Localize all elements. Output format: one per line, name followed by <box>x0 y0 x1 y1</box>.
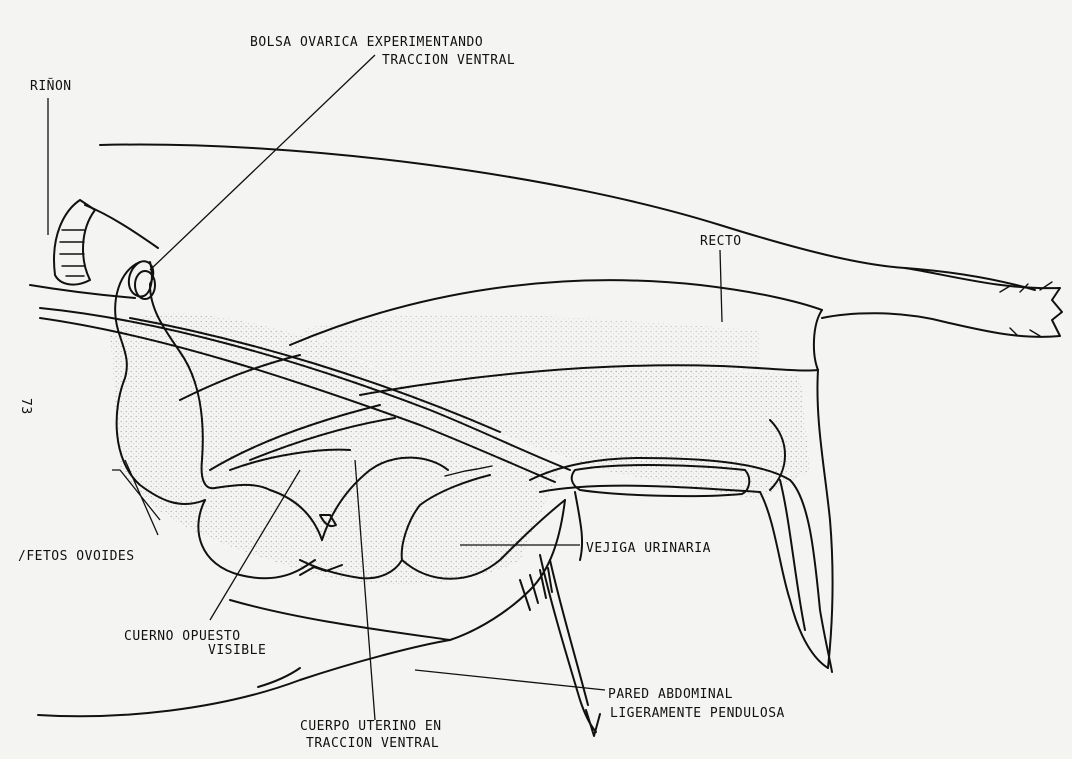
back-outline <box>100 145 1035 290</box>
label-bolsa-line2: TRACCION VENTRAL <box>382 53 515 68</box>
label-vejiga: VEJIGA URINARIA <box>586 541 711 556</box>
label-rinon: RIÑON <box>30 78 72 94</box>
page-number: 73 <box>18 398 33 415</box>
label-pared-line1: PARED ABDOMINAL <box>608 687 733 702</box>
cervix <box>530 458 832 672</box>
label-cuerno-line1: CUERNO OPUESTO <box>124 629 241 644</box>
label-fetos: /FETOS OVOIDES <box>18 549 135 564</box>
label-bolsa-line1: BOLSA OVARICA EXPERIMENTANDO <box>250 35 483 50</box>
urethra-vulva <box>520 555 600 736</box>
tail <box>822 268 1062 337</box>
label-cuerpo-line1: CUERPO UTERINO EN <box>300 719 442 734</box>
label-pared-line2: LIGERAMENTE PENDULOSA <box>610 706 785 721</box>
label-cuerno-line2: VISIBLE <box>208 643 266 658</box>
kidney <box>30 200 158 298</box>
label-cuerpo-line2: TRACCION VENTRAL <box>306 736 439 751</box>
label-recto: RECTO <box>700 234 742 249</box>
